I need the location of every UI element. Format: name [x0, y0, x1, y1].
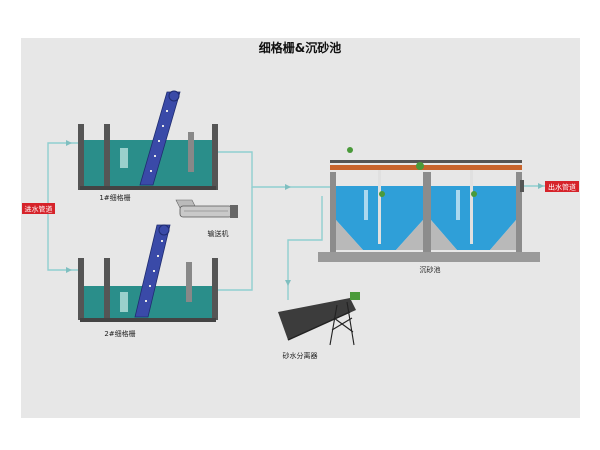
valve-icon [347, 147, 353, 153]
flow-arrow [285, 184, 291, 190]
flow-arrow [538, 183, 544, 189]
screen2-post [78, 258, 84, 320]
grit-cell-right-sand [431, 220, 457, 250]
valve-icon [379, 191, 385, 197]
fine-screen-1: 1#细格栅 [78, 90, 218, 202]
grit-cell-left-sand [396, 220, 423, 250]
screen2-label: 2#细格栅 [104, 329, 135, 338]
screen2-post [104, 258, 110, 320]
screen1-post [78, 124, 84, 190]
grit-gantry [330, 165, 522, 170]
flow-arrow [285, 280, 291, 286]
conveyor-motor [230, 205, 238, 218]
outlet-label: 出水管道 [548, 183, 576, 192]
grit-cell-right-sand [490, 220, 516, 250]
grit-motor-icon [416, 162, 424, 170]
grit-shaft [470, 170, 473, 244]
outlet-label-box [545, 181, 579, 192]
screen1-rake [188, 132, 194, 172]
flow-arrow [66, 267, 72, 273]
grit-chamber: 沉砂池 [318, 147, 540, 274]
grit-wall [423, 172, 431, 254]
flow-arrows [66, 140, 544, 286]
grit-chamber-label: 沉砂池 [420, 265, 441, 274]
screen2-base [80, 318, 216, 322]
grit-shaft [378, 170, 381, 244]
page-title: 细格栅&沉砂池 [259, 40, 341, 55]
screen2-machine [134, 224, 171, 318]
inlet-label-box [22, 203, 55, 214]
separator-motor [350, 292, 360, 300]
conveyor: 输送机 [175, 199, 238, 238]
sand-water-separator: 砂水分离器 [278, 292, 360, 360]
screen2-rake [186, 262, 192, 302]
screen1-post [104, 124, 110, 190]
screen1-label: 1#细格栅 [99, 193, 130, 202]
screen2-drive [158, 224, 170, 236]
grit-cell-left-sand [336, 220, 363, 250]
screen1-machine [139, 91, 181, 186]
flow-arrow [66, 140, 72, 146]
separator-label: 砂水分离器 [283, 351, 318, 360]
grit-wall [516, 172, 522, 254]
pipe-grit-to-separator [287, 196, 323, 300]
grit-cell-right-water [431, 186, 516, 250]
screen1-base [80, 186, 216, 190]
screen2-gate [120, 292, 128, 312]
screen1-post [212, 124, 218, 190]
pipe-screen2-outlet [216, 187, 253, 291]
valve-icon [471, 191, 477, 197]
inlet-label: 进水管道 [25, 205, 53, 214]
pipe-network [47, 142, 550, 300]
grit-wall [330, 172, 336, 254]
conveyor-body [179, 205, 233, 218]
screen2-post [212, 258, 218, 320]
separator-support [329, 301, 355, 346]
conveyor-label: 输送机 [208, 229, 229, 238]
grit-base [318, 252, 540, 262]
grit-gantry-rail [330, 160, 522, 163]
pipe-screen1-outlet [216, 151, 288, 188]
screen1-drive [168, 90, 180, 102]
screen1-gate [120, 148, 128, 168]
fine-screen-2: 2#细格栅 [78, 224, 218, 338]
